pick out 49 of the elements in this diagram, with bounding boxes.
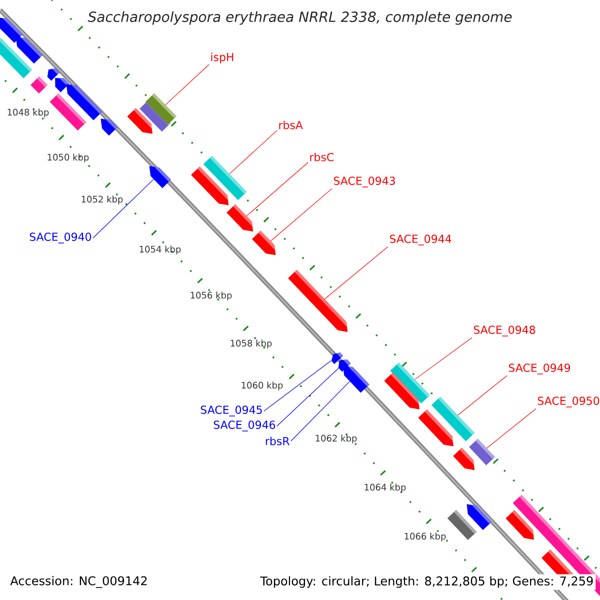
gene-block	[453, 448, 475, 470]
leader-line	[165, 64, 210, 106]
gene-block	[149, 166, 171, 188]
gene-label: SACE_0949	[508, 364, 570, 374]
gene-block	[100, 118, 118, 136]
scale-label: 1064 kbp	[364, 484, 406, 492]
scale-label: 1056 kbp	[190, 292, 232, 300]
title: Saccharopolyspora erythraea NRRL 2338, complete genome	[88, 11, 512, 25]
gene-label: rbsA	[279, 120, 303, 130]
gene-block	[203, 156, 247, 200]
footer-text: Accession: NC_009142	[8, 574, 150, 590]
leader-line	[92, 179, 154, 238]
gene-label: SACE_0943	[334, 176, 395, 188]
gene-block	[252, 230, 276, 256]
scale-label: 1060 kbp	[242, 382, 283, 390]
gene-label: SACE_0940	[30, 232, 92, 244]
scale-label: 1048 kbp	[8, 108, 49, 118]
leader-line	[324, 246, 388, 300]
leader-line	[414, 337, 472, 380]
leader-line	[486, 408, 536, 448]
scale-label: 1052 kbp	[82, 196, 123, 204]
gene-block	[16, 36, 43, 64]
leader-line	[276, 368, 339, 426]
scale-label: 1050 kbp	[48, 154, 89, 162]
gene-block	[466, 504, 492, 530]
gene-label: SACE_0948	[474, 326, 536, 336]
leader-line	[229, 130, 278, 174]
gene-label: rbsC	[310, 152, 334, 162]
gene-label: SACE_0945	[200, 406, 262, 416]
gene-block	[288, 270, 348, 332]
gene-label: ispH	[211, 52, 234, 64]
leader-line	[270, 188, 332, 242]
scale-label: 1054 kbp	[140, 246, 181, 254]
gene-label: SACE_0950	[538, 396, 600, 408]
scale-label: 1058 kbp	[230, 340, 272, 348]
gene-label: rbsR	[266, 436, 290, 446]
gene-block	[50, 94, 86, 130]
leader-line	[290, 381, 350, 442]
leader-line	[458, 375, 508, 416]
gene-label: SACE_0944	[390, 234, 452, 246]
leader-line	[264, 360, 332, 412]
leader-line	[246, 162, 308, 216]
gene-block	[30, 76, 48, 94]
gene-block	[343, 365, 370, 393]
scale-label: 1062 kbp	[316, 434, 357, 444]
gene-block	[146, 93, 176, 125]
gene-label: SACE_0946	[214, 420, 276, 432]
footer-text: Topology: circular; Length: 8,212,805 bp; Genes: 7,259	[258, 574, 596, 590]
scale-label: 1066 kbp	[404, 532, 446, 542]
